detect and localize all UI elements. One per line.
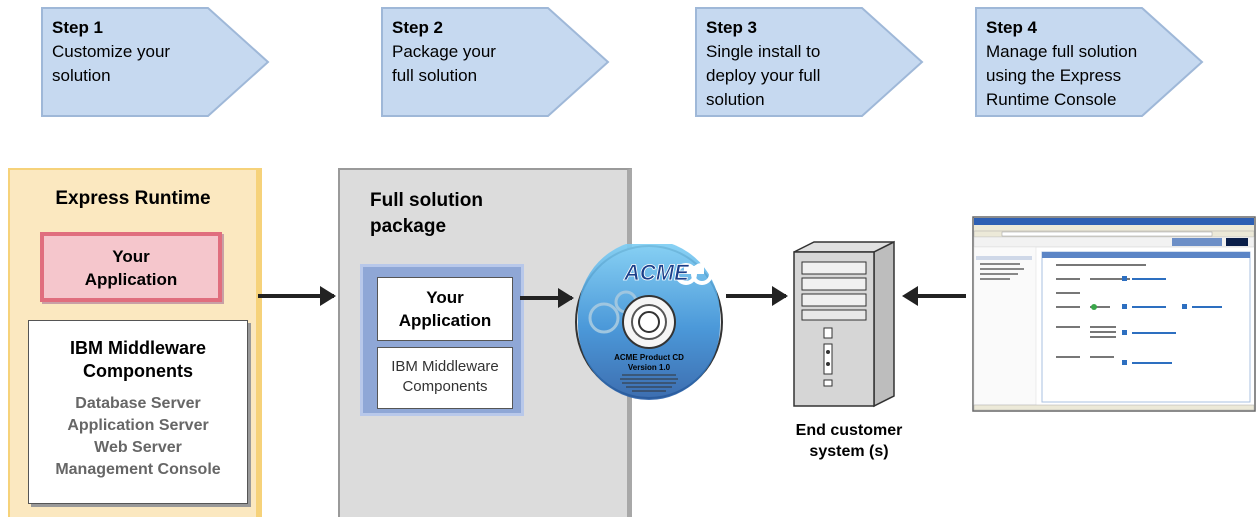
cd-label-line-2: Version 1.0 <box>628 363 671 372</box>
step-1-number: Step 1 <box>52 18 104 37</box>
step-4-number: Step 4 <box>986 18 1038 37</box>
end-customer-line-1: End customer <box>795 422 903 439</box>
package-ibm-middleware-box: IBM Middleware Components <box>377 347 513 409</box>
step-3-line-1: Single install to <box>706 42 821 61</box>
server-tower-icon <box>793 240 895 408</box>
middleware-item: Application Server <box>67 417 209 434</box>
middleware-item: Database Server <box>75 395 201 412</box>
step-4-arrow: Step 4 Manage full solution using the Ex… <box>974 6 1204 118</box>
step-1-arrow: Step 1 Customize your solution <box>40 6 270 118</box>
end-customer-line-2: system (s) <box>809 443 889 460</box>
ibm-middleware-title: IBM Middleware Components <box>29 337 247 383</box>
step-3-arrow: Step 3 Single install to deploy your ful… <box>694 6 924 118</box>
package-app-line-1: Your <box>426 288 464 307</box>
end-customer-label: End customer system (s) <box>774 420 924 462</box>
arrow-to-package <box>258 286 336 306</box>
cd-label-line-1: ACME Product CD <box>614 353 684 362</box>
arrow-to-end-system <box>726 286 788 306</box>
step-2-number: Step 2 <box>392 18 444 37</box>
step-3-line-3: solution <box>706 90 765 109</box>
step-3-number: Step 3 <box>706 18 758 37</box>
package-title-line-2: package <box>370 216 447 237</box>
step-4-text: Step 4 Manage full solution using the Ex… <box>986 16 1137 112</box>
step-1-line-2: solution <box>52 66 111 85</box>
cd-fine-print <box>620 374 678 392</box>
package-middleware-line-2: Components <box>402 378 488 395</box>
step-2-arrow: Step 2 Package your full solution <box>380 6 610 118</box>
middleware-item: Management Console <box>55 461 221 478</box>
cd-brand: ACME <box>623 260 690 285</box>
step-4-line-2: using the Express <box>986 66 1122 85</box>
full-solution-package-title: Full solution package <box>370 188 483 240</box>
ibm-middleware-box: IBM Middleware Components Database Serve… <box>28 320 248 504</box>
step-4-line-3: Runtime Console <box>986 90 1117 109</box>
ibm-middleware-title-line-1: IBM Middleware <box>69 338 207 358</box>
package-middleware-line-1: IBM Middleware <box>391 358 499 375</box>
express-runtime-panel: Express Runtime Your Application IBM Mid… <box>8 168 262 517</box>
runtime-console-screenshot <box>972 216 1256 412</box>
arrow-from-console <box>902 286 966 306</box>
step-1-text: Step 1 Customize your solution <box>52 16 170 88</box>
ibm-middleware-title-line-2: Components <box>83 361 193 381</box>
step-2-line-2: full solution <box>392 66 478 85</box>
step-3-text: Step 3 Single install to deploy your ful… <box>706 16 820 112</box>
express-runtime-title: Express Runtime <box>55 188 211 209</box>
middleware-item: Web Server <box>94 439 182 456</box>
package-your-application-box: Your Application <box>377 277 513 341</box>
package-frame: Your Application IBM Middleware Componen… <box>360 264 524 416</box>
your-application-line-2: Application <box>84 270 178 289</box>
step-1-line-1: Customize your <box>52 42 171 61</box>
middleware-item-list: Database Server Application Server Web S… <box>29 393 247 481</box>
step-2-text: Step 2 Package your full solution <box>392 16 496 88</box>
step-2-line-1: Package your <box>392 42 496 61</box>
your-application-line-1: Your <box>112 247 150 266</box>
package-title-line-1: Full solution <box>370 190 483 211</box>
package-app-line-2: Application <box>398 311 492 330</box>
your-application-box: Your Application <box>40 232 222 302</box>
arrow-to-cd <box>520 288 574 308</box>
step-3-line-2: deploy your full <box>706 66 821 85</box>
step-4-line-1: Manage full solution <box>986 42 1138 61</box>
acme-cd-icon: ACME ACME Product CD Version 1.0 <box>575 244 723 400</box>
